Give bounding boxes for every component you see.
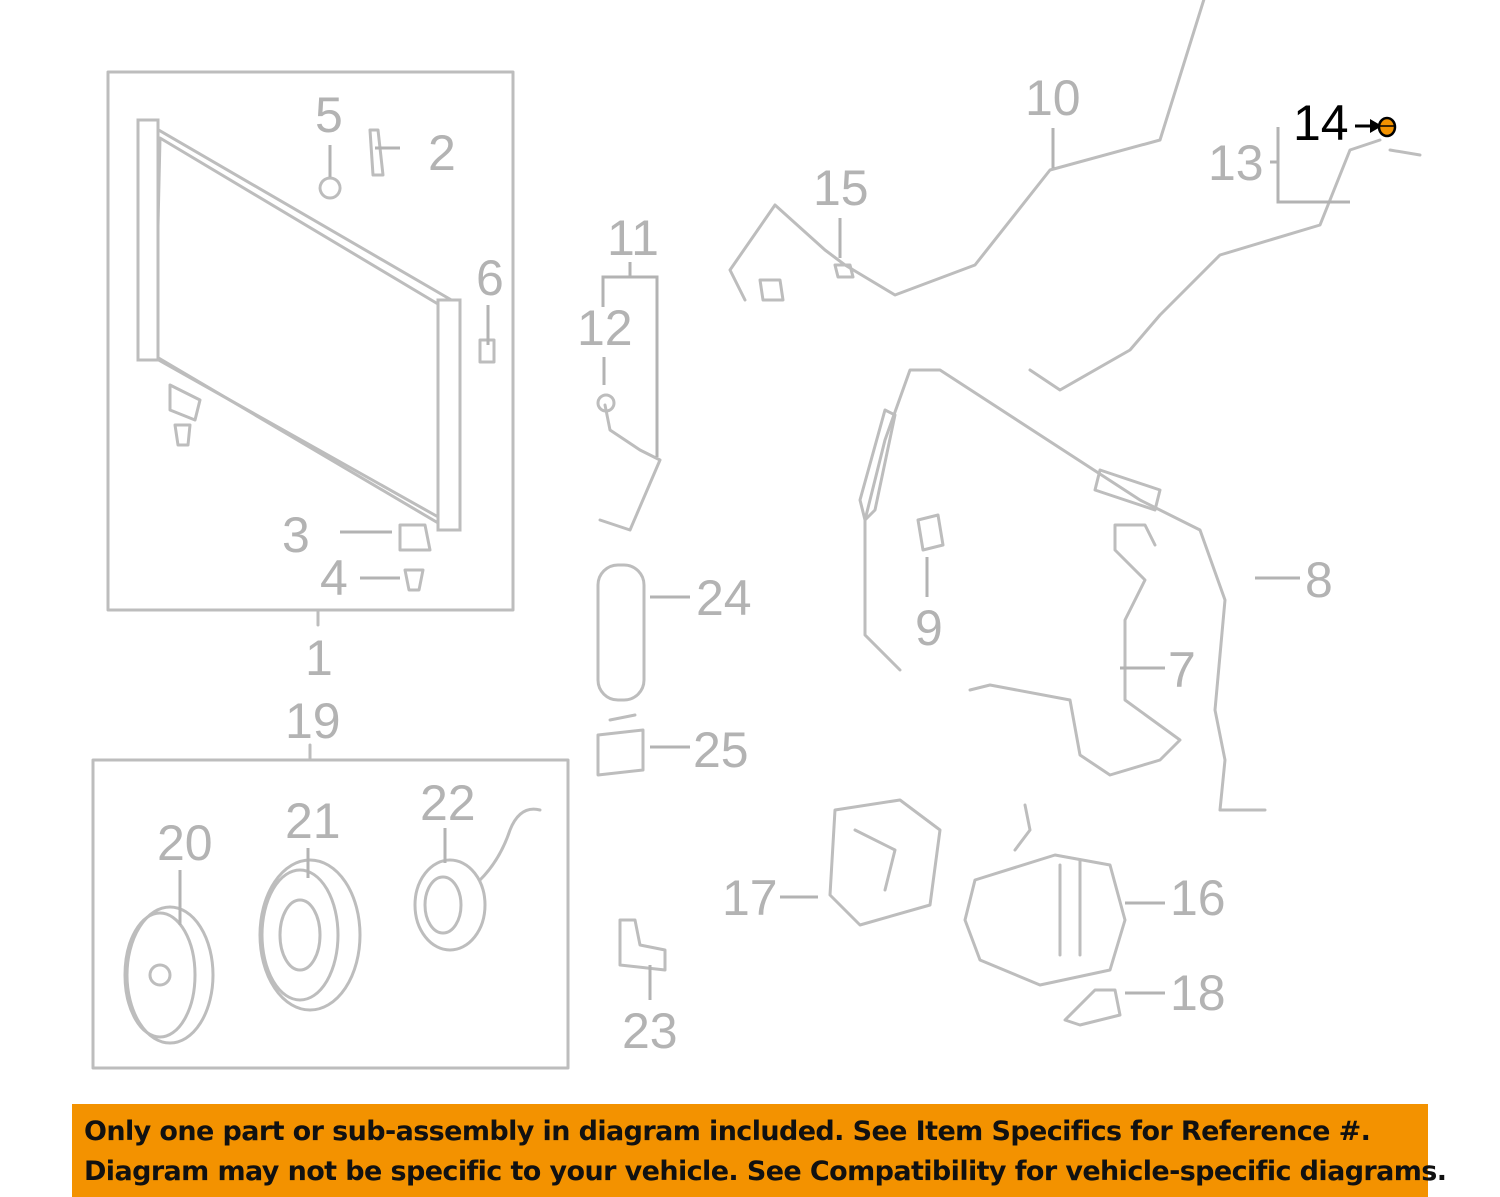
callout-label-24: 24 [696,570,752,626]
callout-label-7: 7 [1168,642,1196,698]
callout-label-15: 15 [813,160,869,216]
callout-label-3: 3 [282,507,310,563]
callout-label-10: 10 [1025,70,1081,126]
callout-label-9: 9 [915,600,943,656]
condenser-part [136,118,496,592]
disclaimer-line-1: Only one part or sub-assembly in diagram… [84,1116,1371,1147]
callout-labels: 5 2 6 34 1 19 20 21 22 12 11 24 25 23 15 10 13 14 8 9 7 17 16 1… [157,70,1349,1059]
callout-label-6: 6 [476,250,504,306]
callout-label-5: 5 [315,87,343,143]
callout-label-4: 4 [320,550,348,606]
callout-label-18: 18 [1170,965,1226,1021]
clutch-group-box [91,758,570,1070]
callout-label-8: 8 [1305,552,1333,608]
callout-label-1: 1 [305,630,333,686]
callout-label-16: 16 [1170,870,1226,926]
clutch-parts [123,807,542,1045]
callout-label-25: 25 [693,722,749,778]
callout-label-20: 20 [157,815,213,871]
leader-arrows [178,127,1350,1000]
callout-label-14: 14 [1293,95,1349,151]
callout-label-22: 22 [420,775,476,831]
callout-label-13: 13 [1208,135,1264,191]
callout-label-23: 23 [622,1003,678,1059]
part-14-cap-highlighted [1377,116,1397,138]
callout-label-2: 2 [428,125,456,181]
callout-label-12: 12 [577,300,633,356]
callout-label-21: 21 [285,793,341,849]
condenser-group-box [106,70,515,612]
disclaimer-banner: Only one part or sub-assembly in diagram… [72,1104,1447,1197]
callout-label-11: 11 [607,210,659,266]
callout-label-19: 19 [285,693,341,749]
callout-label-17: 17 [722,870,778,926]
receiver-drier-and-lines [596,0,1422,1027]
disclaimer-line-2: Diagram may not be specific to your vehi… [84,1156,1447,1187]
